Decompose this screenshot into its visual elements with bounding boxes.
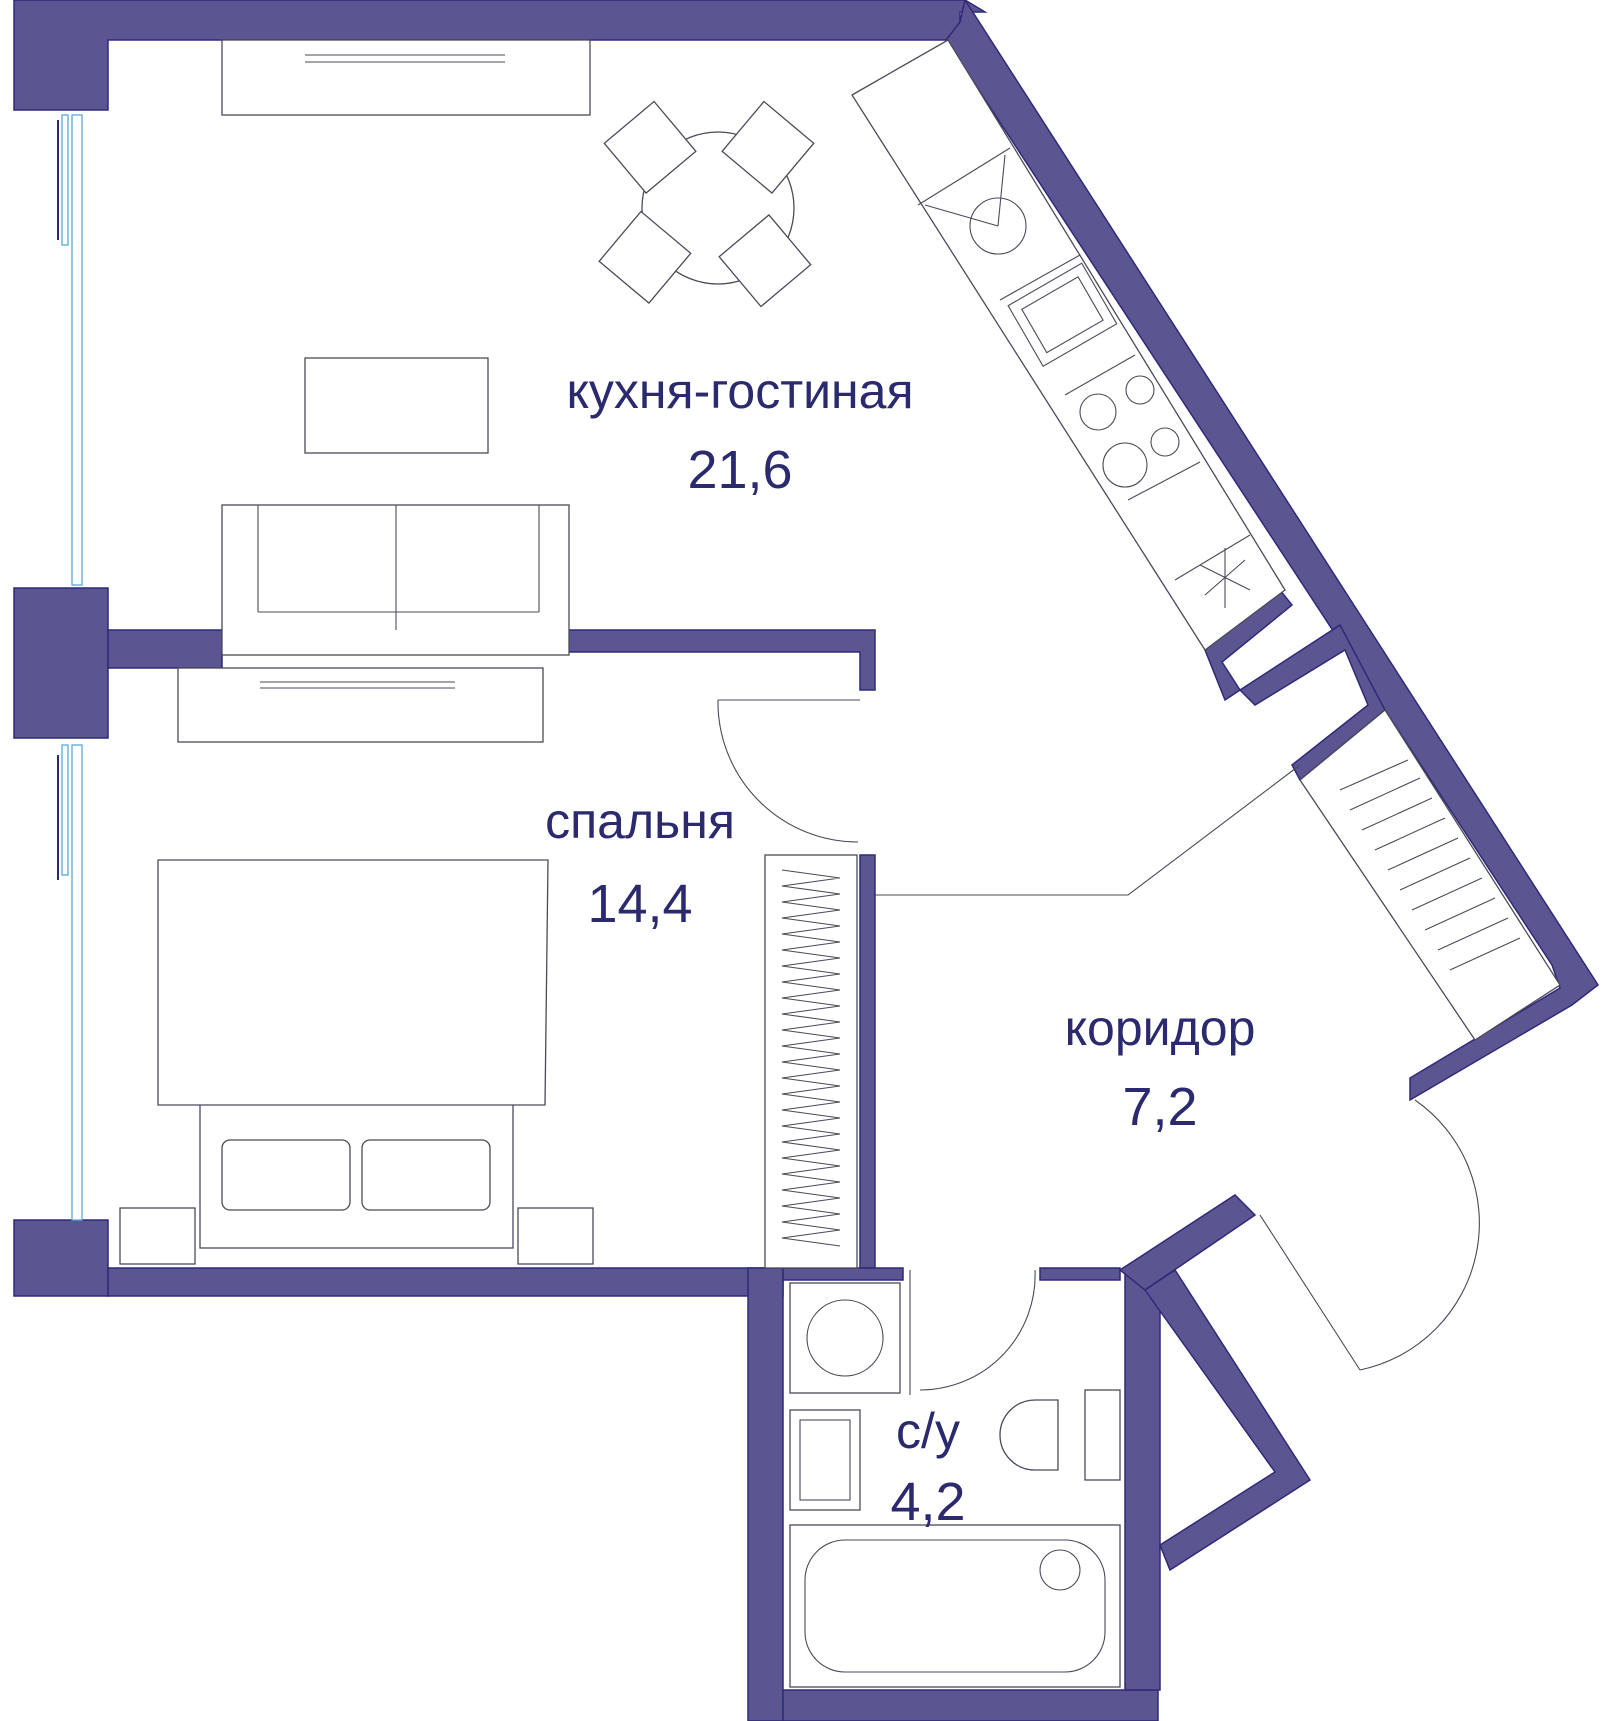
room-labels: кухня-гостиная 21,6 спальня 14,4 коридор… xyxy=(545,363,1255,1532)
wardrobe-icon xyxy=(1299,709,1561,1041)
dining-table-icon xyxy=(598,100,815,308)
window-living xyxy=(71,114,83,586)
door-swing-icon xyxy=(717,699,859,843)
sofa-icon xyxy=(221,504,570,656)
living-furniture xyxy=(221,39,1286,656)
kitchen-sink-icon xyxy=(1007,262,1118,368)
bed-icon xyxy=(119,859,594,1265)
walls xyxy=(13,0,1600,1721)
room-area-bathroom: 4,2 xyxy=(890,1472,965,1532)
tv-stand-bedroom xyxy=(177,667,544,743)
fridge-icon xyxy=(1199,548,1251,608)
tv-stand xyxy=(221,39,591,116)
bedroom-furniture xyxy=(119,667,860,1269)
coffee-table xyxy=(304,357,489,454)
dishwasher-icon xyxy=(924,154,1027,255)
room-name-bathroom: с/у xyxy=(896,1403,960,1459)
stove-icon xyxy=(1079,375,1180,488)
toilet-icon xyxy=(999,1389,1121,1481)
window-bedroom xyxy=(71,744,83,1221)
room-area-bedroom: 14,4 xyxy=(587,874,692,934)
kitchen-counter xyxy=(851,39,1286,651)
door-swing-icon xyxy=(919,1269,1036,1391)
room-name-corridor: коридор xyxy=(1065,1000,1256,1056)
room-name-bedroom: спальня xyxy=(545,793,735,849)
wardrobe-icon xyxy=(764,854,858,1269)
washing-machine-icon xyxy=(789,1282,901,1394)
bathroom-furniture xyxy=(789,1282,1121,1688)
washbasin-icon xyxy=(789,1409,861,1511)
door-swing-icon xyxy=(1359,1099,1480,1371)
corridor-elements xyxy=(875,709,1561,1395)
room-area-living: 21,6 xyxy=(687,440,792,500)
windows xyxy=(57,114,83,1221)
room-name-living: кухня-гостиная xyxy=(566,363,913,419)
room-area-corridor: 7,2 xyxy=(1122,1077,1197,1137)
bathtub-icon xyxy=(789,1524,1121,1688)
